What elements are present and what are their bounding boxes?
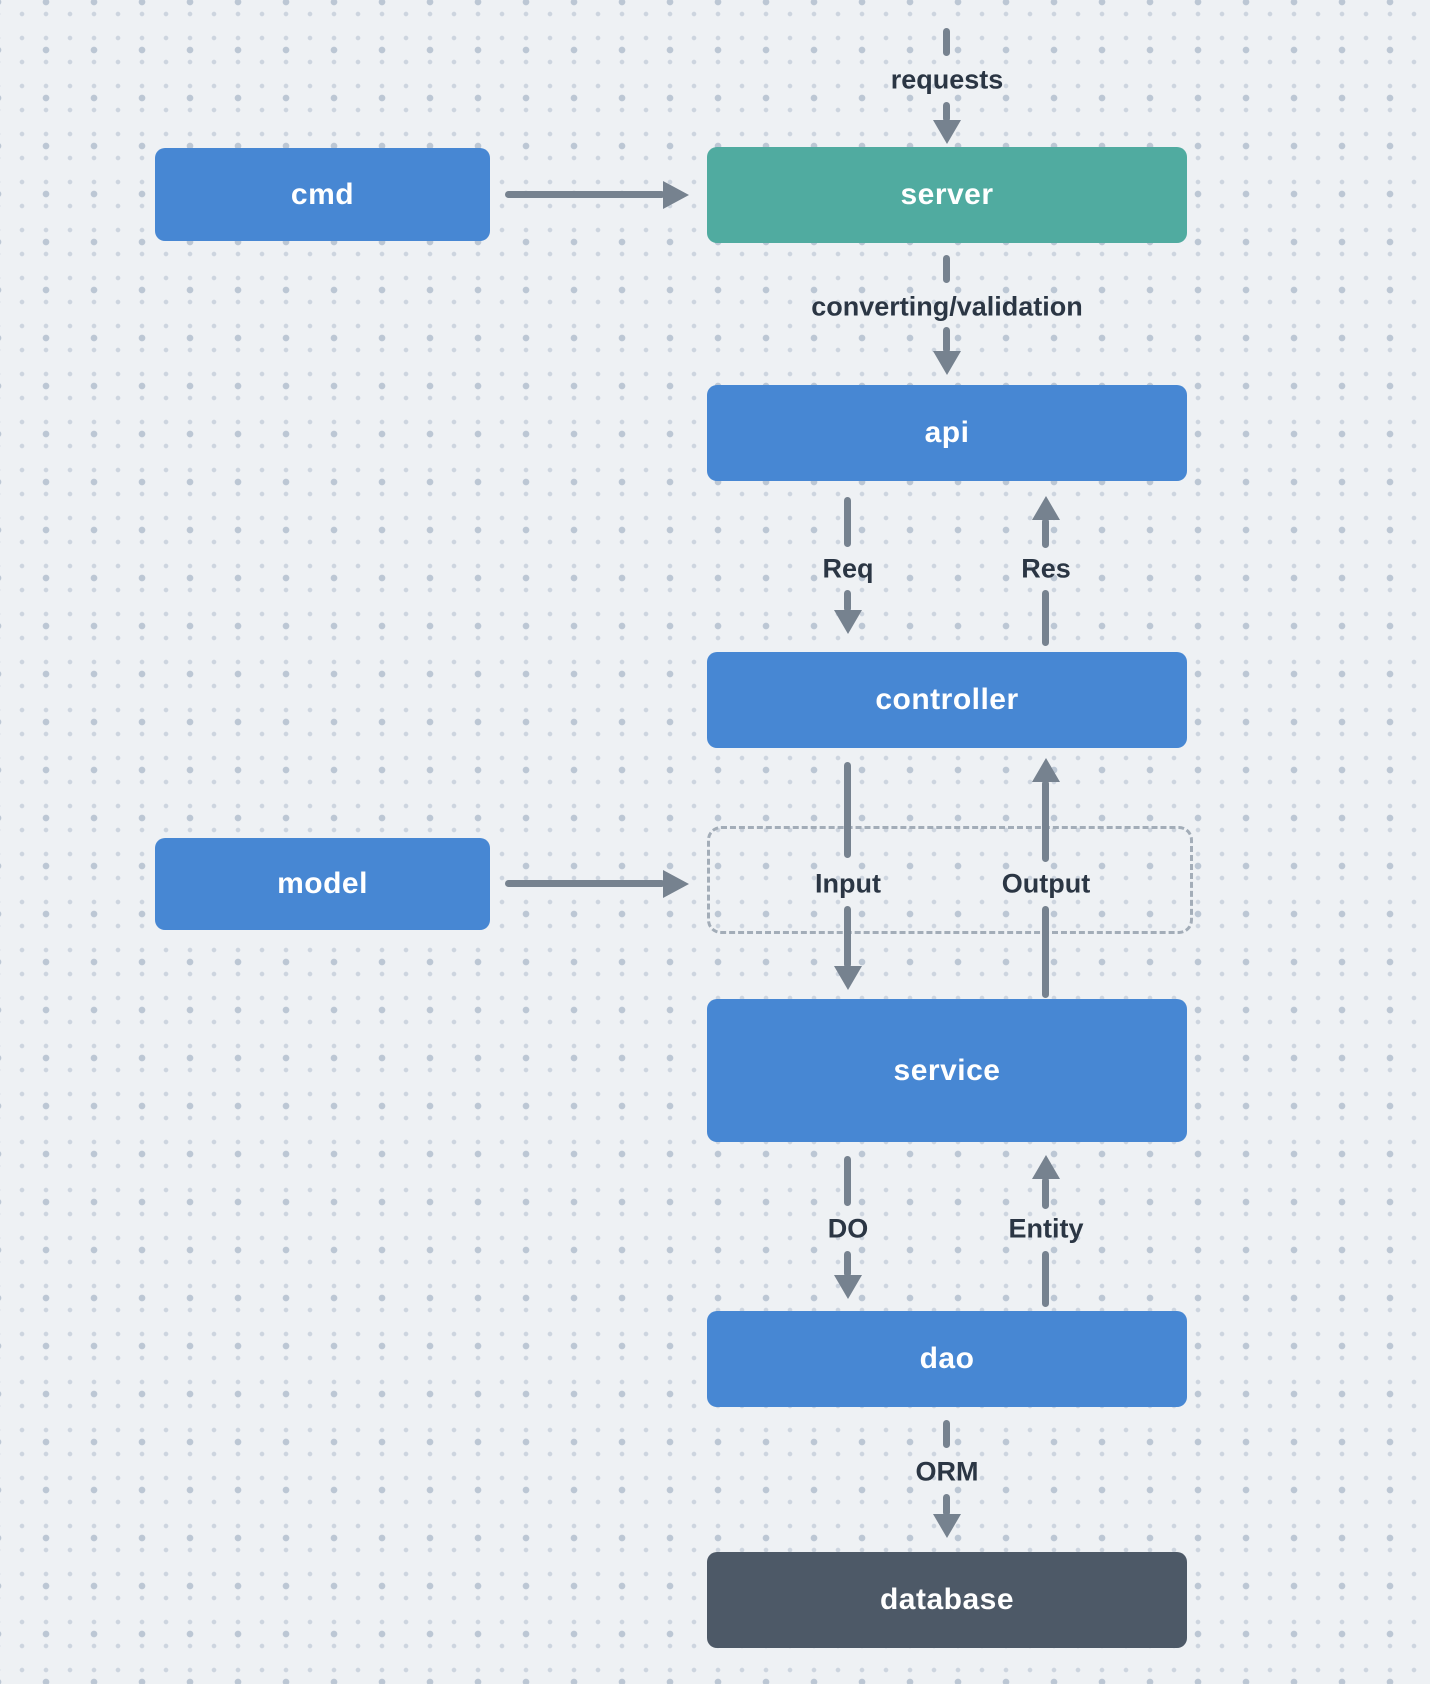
arrow-requests-stem (943, 102, 950, 122)
arrow-model-to-group-line (505, 880, 665, 887)
arrow-do-line (844, 1156, 851, 1206)
node-api: api (707, 385, 1187, 481)
edge-label-entity: Entity (1008, 1213, 1084, 1244)
edge-label-requests: requests (890, 64, 1004, 95)
arrow-output-stem (1042, 780, 1049, 862)
arrow-entity-line (1042, 1251, 1049, 1307)
arrow-entity-stem (1042, 1177, 1049, 1209)
model-group-dashed-box (707, 826, 1193, 934)
node-controller: controller (707, 652, 1187, 748)
arrow-requests-head-icon (933, 120, 961, 144)
arrow-input-line (844, 762, 851, 858)
node-server-label: server (900, 178, 994, 211)
arrow-res-stem (1042, 518, 1049, 548)
arrow-model-to-group-head-icon (663, 870, 689, 898)
node-model-label: model (277, 867, 368, 900)
arrow-input-stem (844, 906, 851, 968)
arrow-req-stem (844, 590, 851, 612)
node-database-label: database (879, 1583, 1015, 1616)
arrow-req-line (844, 497, 851, 547)
node-service: service (707, 999, 1187, 1142)
arrow-orm-head-icon (933, 1514, 961, 1538)
edge-label-orm: ORM (915, 1456, 979, 1487)
node-model: model (155, 838, 490, 930)
node-server: server (707, 147, 1187, 243)
arrow-res-head-icon (1032, 496, 1060, 520)
node-controller-label: controller (875, 683, 1019, 716)
edge-label-res: Res (1021, 553, 1071, 584)
node-api-label: api (924, 416, 970, 449)
arrow-input-head-icon (834, 966, 862, 990)
edge-label-req: Req (822, 553, 874, 584)
arrow-entity-head-icon (1032, 1155, 1060, 1179)
node-database: database (707, 1552, 1187, 1648)
arrow-orm-stem (943, 1494, 950, 1516)
node-dao-label: dao (919, 1342, 975, 1375)
node-cmd-label: cmd (290, 177, 355, 211)
edge-label-output: Output (1001, 868, 1091, 899)
edge-label-do: DO (827, 1213, 869, 1244)
arrow-requests-tail (943, 28, 950, 56)
arrow-res-line (1042, 590, 1049, 646)
edge-label-converting: converting/validation (811, 291, 1083, 322)
edge-label-input: Input (815, 868, 881, 899)
node-cmd: cmd (155, 148, 490, 241)
arrow-req-head-icon (834, 610, 862, 634)
node-service-label: service (893, 1053, 1001, 1087)
arrow-cmd-to-server-head-icon (663, 181, 689, 209)
arrow-converting-head-icon (933, 351, 961, 375)
arrow-do-stem (844, 1251, 851, 1277)
arrow-do-head-icon (834, 1275, 862, 1299)
arrow-output-line (1042, 906, 1049, 998)
arrow-converting-stem (943, 327, 950, 353)
node-dao: dao (707, 1311, 1187, 1407)
arrow-orm-tail (943, 1420, 950, 1448)
arrow-cmd-to-server-line (505, 191, 665, 198)
arrow-converting-tail (943, 255, 950, 283)
arrow-output-head-icon (1032, 758, 1060, 782)
